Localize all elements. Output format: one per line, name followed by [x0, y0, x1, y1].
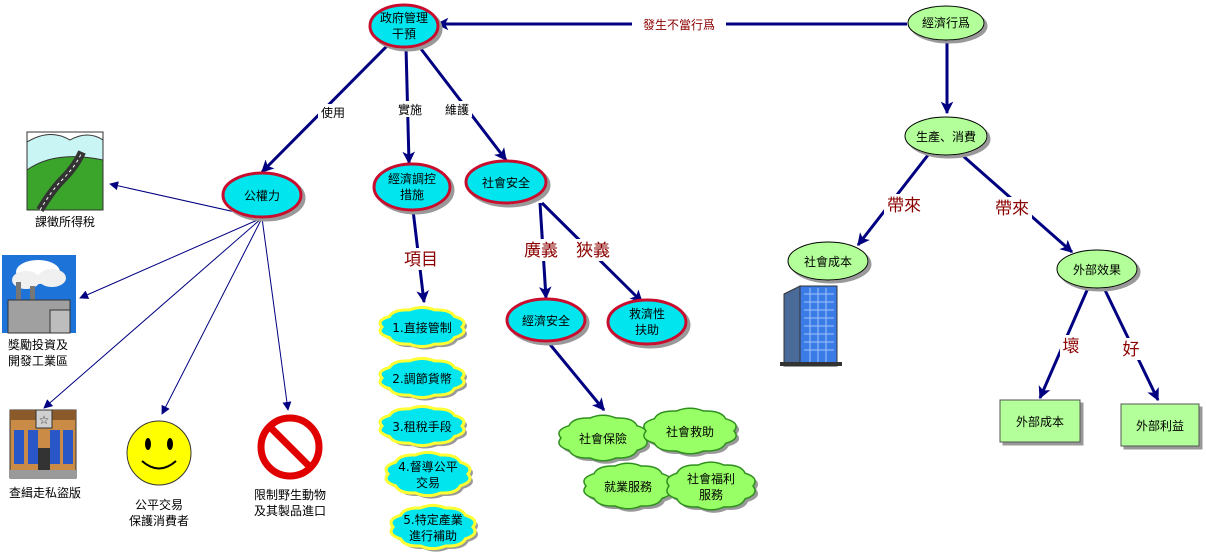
node-external-benefit: 外部利益	[1120, 403, 1200, 447]
prohibition-icon	[257, 414, 323, 480]
security-clouds: 社會保險社會救助就業服務社會福利服務	[558, 407, 759, 513]
edge-labels: 發生不當行爲 使用 實施 維護 帶來 帶來 項目 廣義 狹義 壞 好	[318, 15, 1142, 360]
svg-text:措施: 措施	[400, 188, 424, 202]
edge-power-to-building	[43, 217, 263, 409]
office-tower-icon	[780, 285, 842, 367]
edge-power-to-smiley	[161, 217, 263, 415]
label-narrow: 狹義	[576, 241, 610, 261]
node-relief: 救濟性 扶助	[606, 298, 688, 346]
item-cloud-1: 1.直接管制	[378, 306, 467, 350]
caption-income-tax: 課徵所得稅	[35, 214, 95, 229]
node-external-effect: 外部效果	[1056, 249, 1138, 289]
item-cloud-5-text-2: 進行補助	[409, 529, 457, 543]
node-production: 生產、消費	[904, 116, 988, 156]
caption-fair-trade-1: 公平交易	[135, 497, 183, 512]
government-building-icon: ☆	[9, 409, 77, 479]
node-econ-control: 經濟調控 措施	[372, 162, 452, 212]
svg-text:經濟調控: 經濟調控	[388, 171, 436, 186]
node-econ-security: 經濟安全	[505, 297, 587, 343]
svg-text:政府管理: 政府管理	[380, 10, 428, 25]
item-cloud-3: 3.租稅手段	[378, 405, 467, 449]
svg-text:經濟安全: 經濟安全	[522, 313, 570, 328]
security-cloud-1-text-1: 社會保險	[579, 431, 627, 446]
caption-wildlife-2: 及其製品進口	[254, 504, 326, 518]
node-social-cost: 社會成本	[787, 241, 869, 281]
edges	[43, 17, 1160, 415]
security-cloud-4-text-1: 社會福利	[687, 471, 735, 486]
item-cloud-4-text-2: 交易	[416, 475, 440, 490]
caption-fair-trade-2: 保護消費者	[129, 513, 189, 528]
svg-text:經濟行爲: 經濟行爲	[922, 15, 970, 30]
caption-industry-2: 開發工業區	[8, 353, 68, 368]
edge-econsecurity-to-clouds	[546, 341, 606, 411]
svg-text:☆: ☆	[39, 413, 50, 427]
label-broad: 廣義	[524, 241, 558, 261]
svg-text:外部利益: 外部利益	[1136, 418, 1184, 433]
edge-power-to-nosign	[261, 217, 292, 411]
node-public-power: 公權力	[221, 171, 303, 219]
label-bring-left: 帶來	[887, 196, 921, 216]
item-cloud-1-text-1: 1.直接管制	[392, 320, 451, 335]
security-cloud-2: 社會救助	[643, 407, 740, 457]
node-external-cost: 外部成本	[999, 399, 1081, 443]
caption-smuggling: 查緝走私盜版	[9, 485, 81, 500]
caption-industry-1: 獎勵投資及	[8, 337, 68, 352]
item-cloud-2-text-1: 2.調節貨幣	[392, 371, 451, 386]
node-social-security: 社會安全	[464, 159, 548, 205]
svg-text:外部效果: 外部效果	[1073, 262, 1121, 277]
item-cloud-2: 2.調節貨幣	[378, 357, 467, 401]
item-cloud-3-text-1: 3.租稅手段	[392, 419, 451, 434]
label-maintain: 維護	[445, 102, 469, 117]
road-landscape-icon	[26, 131, 104, 213]
svg-text:社會成本: 社會成本	[804, 254, 852, 269]
item-cloud-4-text-1: 4.督導公平	[398, 459, 457, 474]
label-bad: 壞	[1063, 337, 1080, 357]
node-gov-intervention: 政府管理 干預	[368, 3, 440, 49]
label-good: 好	[1123, 340, 1140, 360]
node-economic-behavior: 經濟行爲	[907, 5, 985, 41]
label-use: 使用	[321, 105, 345, 120]
item-cloud-5-text-1: 5.特定產業	[403, 512, 462, 527]
security-cloud-1: 社會保險	[558, 414, 651, 464]
svg-text:公權力: 公權力	[244, 189, 280, 203]
label-implement: 實施	[398, 102, 422, 117]
label-improper-behavior: 發生不當行爲	[643, 17, 715, 32]
security-cloud-4-text-2: 服務	[699, 488, 723, 502]
security-cloud-3: 就業服務	[583, 462, 676, 512]
smiley-icon	[126, 420, 192, 486]
svg-text:扶助: 扶助	[635, 322, 659, 337]
svg-text:干預: 干預	[392, 27, 416, 41]
label-bring-right: 帶來	[995, 199, 1029, 219]
security-cloud-3-text-1: 就業服務	[604, 480, 652, 494]
svg-text:救濟性: 救濟性	[629, 306, 665, 321]
caption-wildlife-1: 限制野生動物	[254, 488, 326, 502]
svg-text:社會安全: 社會安全	[482, 175, 530, 190]
label-project: 項目	[404, 250, 438, 270]
security-cloud-2-text-1: 社會救助	[666, 424, 714, 439]
svg-text:生產、消費: 生產、消費	[916, 129, 976, 144]
factory-icon	[2, 255, 76, 334]
edge-power-to-factory	[79, 217, 263, 299]
svg-text:外部成本: 外部成本	[1016, 414, 1064, 429]
